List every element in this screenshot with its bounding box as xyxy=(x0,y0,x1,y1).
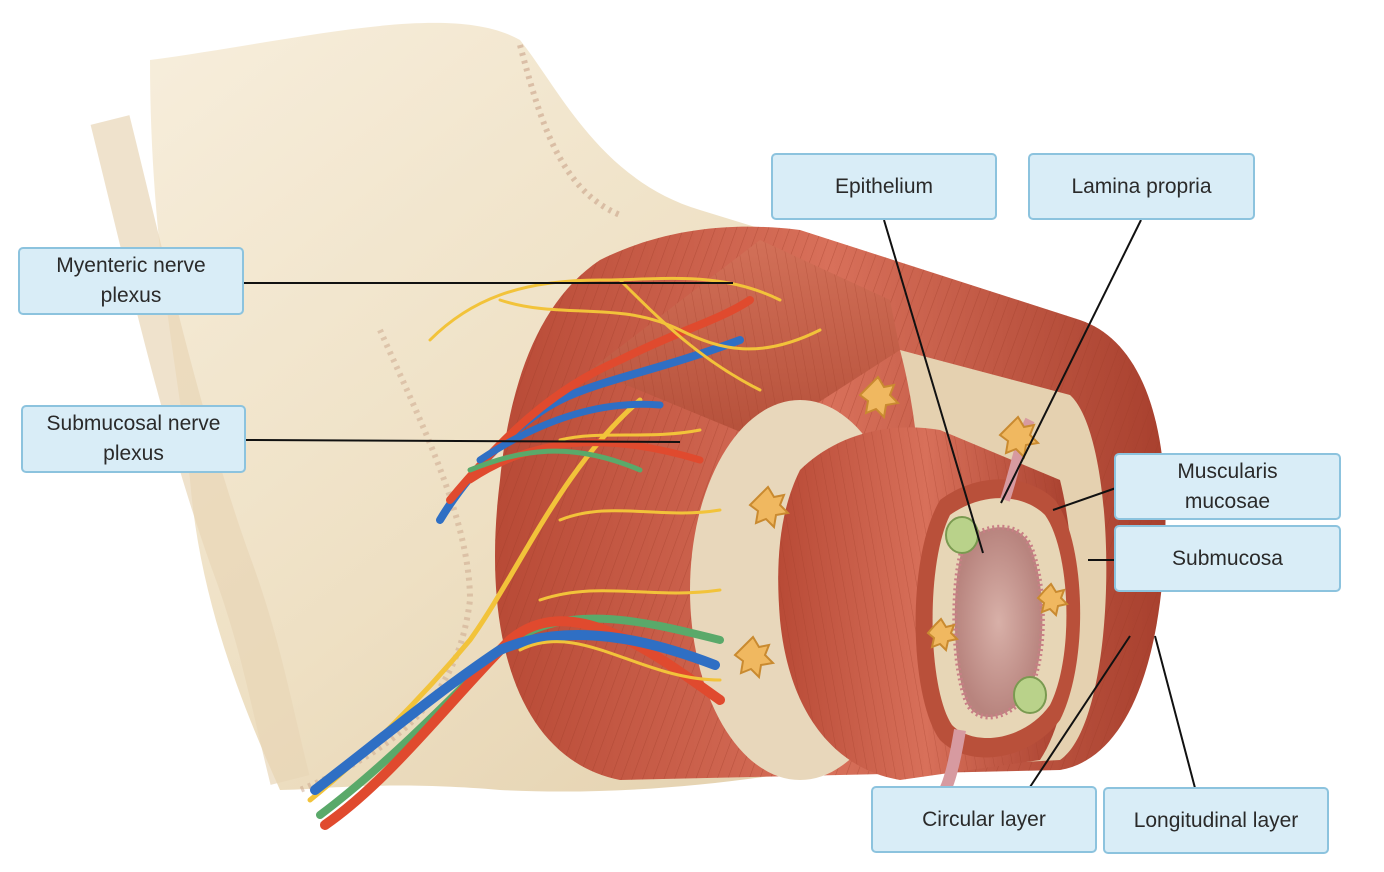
label-lamina-propria: Lamina propria xyxy=(1028,153,1255,220)
leader-circular-layer xyxy=(1029,635,1131,788)
leader-longitudinal-layer xyxy=(1154,635,1196,789)
label-muscularis-line2: mucosae xyxy=(1184,489,1271,513)
leader-submucosal xyxy=(245,439,681,443)
label-muscularis-line1: Muscularis xyxy=(1177,459,1278,483)
label-epithelium: Epithelium xyxy=(771,153,997,220)
leader-lamina-propria xyxy=(1000,219,1142,504)
label-myenteric-line2: plexus xyxy=(100,284,162,307)
label-submucosa: Submucosa xyxy=(1114,525,1341,592)
circular-muscle-block xyxy=(590,240,900,440)
leader-lines xyxy=(244,219,1196,789)
leader-epithelium xyxy=(883,219,984,554)
label-circular-layer-text: Circular layer xyxy=(922,807,1046,831)
blood-vessels-and-nerves xyxy=(307,276,822,830)
label-muscularis-mucosae: Muscularis mucosae xyxy=(1114,453,1341,520)
label-longitudinal-layer: Longitudinal layer xyxy=(1103,787,1329,854)
label-submucosa-text: Submucosa xyxy=(1172,546,1283,570)
label-submucosal-line2: plexus xyxy=(103,442,164,465)
label-lamina-propria-text: Lamina propria xyxy=(1071,174,1212,198)
label-myenteric-line1: Myenteric nerve xyxy=(56,254,206,277)
label-submucosal-nerve-plexus: Submucosal nerve plexus xyxy=(21,405,246,473)
submucosal-glands xyxy=(733,375,1069,680)
mucosa-cross-section xyxy=(915,417,1081,793)
label-myenteric-nerve-plexus: Myenteric nerve plexus xyxy=(18,247,244,315)
label-submucosal-line1: Submucosal nerve xyxy=(46,412,221,435)
label-longitudinal-layer-text: Longitudinal layer xyxy=(1133,808,1299,832)
label-epithelium-text: Epithelium xyxy=(834,174,934,198)
label-circular-layer: Circular layer xyxy=(871,786,1097,853)
leader-muscularis-mucosae xyxy=(1052,487,1117,511)
